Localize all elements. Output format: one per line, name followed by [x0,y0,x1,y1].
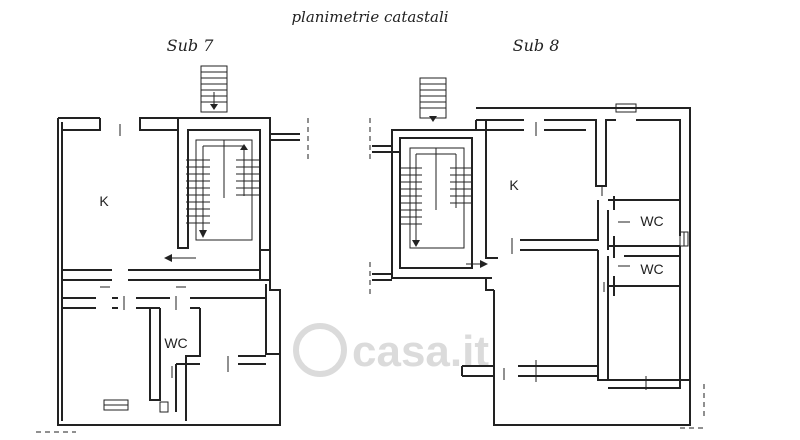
entrance-stair-sub7 [200,65,228,113]
watermark-text: casa.it [352,327,489,376]
plan-label-sub8: Sub 8 [513,36,560,55]
plan-sub7: K WC [36,65,309,433]
room-label-sub7-kitchen: K [99,193,109,209]
entrance-stair-sub8 [419,77,447,122]
plan-label-sub7: Sub 7 [167,36,215,55]
inner-stair-sub7 [186,139,260,241]
room-label-sub8-wc-upper: WC [640,213,663,229]
page-title: planimetrie catastali [291,8,448,26]
room-label-sub8-kitchen: K [509,177,519,193]
inner-stair-sub8 [400,147,472,249]
room-label-sub8-wc-lower: WC [640,261,663,277]
watermark-logo-icon [293,323,347,377]
watermark: casa.it [293,323,489,377]
plan-sub8: K WC WC [369,77,705,429]
room-label-sub7-wc: WC [164,335,187,351]
